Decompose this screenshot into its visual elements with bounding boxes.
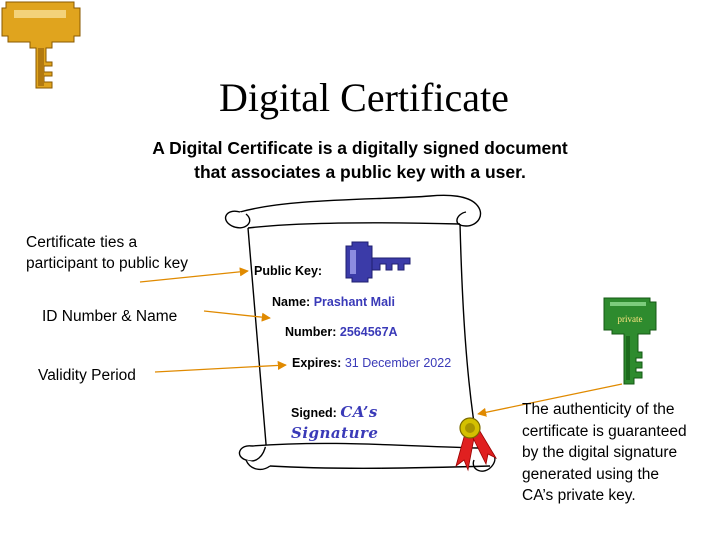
field-signed: Signed: CA’s bbox=[291, 403, 378, 421]
authenticity-line-5: CA’s private key. bbox=[522, 487, 636, 504]
field-name-value: Prashant Mali bbox=[313, 295, 395, 309]
signature-line-1: CA’s bbox=[340, 403, 378, 421]
arrow-name bbox=[203, 310, 271, 322]
field-public-key-label: Public Key: bbox=[254, 264, 323, 278]
arrow-private-key bbox=[477, 383, 623, 417]
field-name: Name: Prashant Mali bbox=[272, 295, 395, 309]
authenticity-line-3: by the digital signature bbox=[522, 444, 678, 461]
gold-key-icon bbox=[1, 1, 81, 89]
arrow-public-key bbox=[139, 267, 249, 283]
callout-ties: Certificate ties a participant to public… bbox=[26, 232, 188, 274]
subtitle-line-2: that associates a public key with a user… bbox=[194, 162, 526, 182]
subtitle-line-1: A Digital Certificate is a digitally sig… bbox=[152, 138, 568, 158]
subtitle: A Digital Certificate is a digitally sig… bbox=[90, 136, 630, 184]
signature-line-2: Signature bbox=[291, 424, 379, 442]
field-expires-value: 31 December 2022 bbox=[344, 356, 452, 370]
authenticity-line-1: The authenticity of the bbox=[522, 401, 675, 418]
callout-ties-line-2: participant to public key bbox=[26, 255, 188, 272]
callout-authenticity: The authenticity of the certificate is g… bbox=[522, 399, 687, 507]
arrow-expires bbox=[154, 360, 287, 373]
authenticity-line-4: generated using the bbox=[522, 465, 660, 483]
field-number: Number: 2564567A bbox=[285, 325, 398, 339]
callout-validity-period: Validity Period bbox=[38, 367, 136, 384]
seal-icon bbox=[455, 417, 498, 472]
private-key-tag: private bbox=[618, 314, 643, 324]
callout-ties-line-1: Certificate ties a bbox=[26, 234, 138, 251]
field-expires-label: Expires: bbox=[292, 356, 342, 370]
slide-title: Digital Certificate bbox=[219, 75, 509, 120]
callout-id-number-name: ID Number & Name bbox=[42, 308, 178, 325]
public-key-icon bbox=[345, 241, 411, 283]
authenticity-line-2: certificate is guaranteed bbox=[522, 422, 687, 440]
field-signed-label: Signed: bbox=[291, 406, 337, 420]
field-number-label: Number: bbox=[285, 325, 337, 339]
private-key-icon bbox=[603, 297, 657, 385]
field-number-value: 2564567A bbox=[339, 325, 398, 339]
field-name-label: Name: bbox=[272, 295, 311, 309]
field-expires: Expires: 31 December 2022 bbox=[292, 356, 451, 370]
